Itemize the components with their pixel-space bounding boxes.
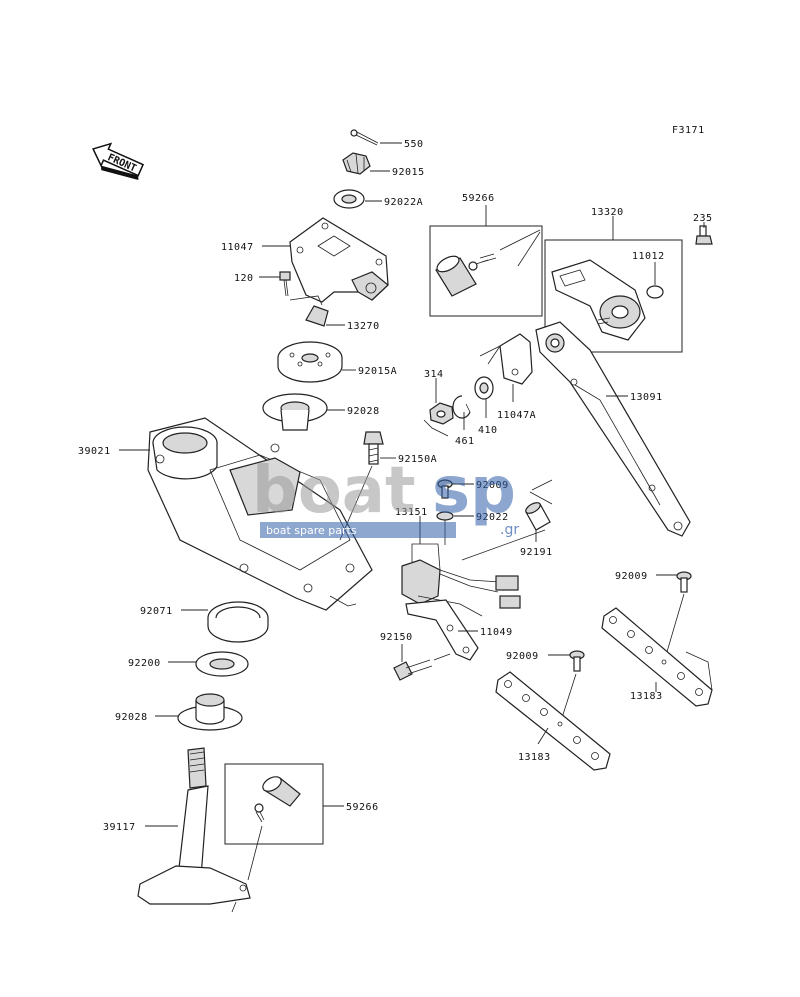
label-314: 314 — [424, 369, 444, 380]
link-plate-13183-b — [495, 671, 611, 771]
label-13270: 13270 — [347, 321, 380, 332]
label-92028-top: 92028 — [347, 406, 380, 417]
label-59266-bottom: 59266 — [346, 802, 379, 813]
bushing-92028-bottom — [177, 693, 243, 731]
label-550: 550 — [404, 139, 424, 150]
watermark-brand-b: sp — [432, 454, 516, 528]
figure-code: F3171 — [672, 125, 705, 136]
plate-11047A — [479, 333, 533, 385]
label-59266-top: 59266 — [462, 193, 495, 204]
label-92009-a: 92009 — [476, 480, 509, 491]
label-92015A: 92015A — [358, 366, 397, 377]
ring-11012 — [646, 285, 664, 299]
watermark-logo: boat sp boat spare parts .gr — [252, 454, 519, 538]
label-92022: 92022 — [476, 512, 509, 523]
label-92009-b: 92009 — [615, 571, 648, 582]
washer-410 — [474, 376, 494, 400]
watermark-tagline: boat spare parts — [266, 524, 357, 537]
label-13091: 13091 — [630, 392, 663, 403]
plate-92015A — [277, 341, 343, 383]
label-11049: 11049 — [480, 627, 513, 638]
label-410: 410 — [478, 425, 498, 436]
label-92150A: 92150A — [398, 454, 437, 465]
nut-314 — [429, 402, 454, 425]
seal-92071 — [207, 601, 269, 643]
front-arrow-icon: FRONT — [92, 142, 145, 181]
label-39021: 39021 — [78, 446, 111, 457]
label-39117: 39117 — [103, 822, 136, 833]
screw-235 — [695, 225, 713, 245]
watermark-brand-a: boat — [252, 454, 416, 528]
collar-92191 — [525, 502, 551, 531]
switch-assembly-13151 — [401, 529, 546, 617]
washer-92200 — [195, 651, 249, 677]
label-92015: 92015 — [392, 167, 425, 178]
steering-shaft-39117 — [137, 747, 251, 913]
label-92150: 92150 — [380, 632, 413, 643]
label-13183-b: 13183 — [518, 752, 551, 763]
label-92028-bottom: 92028 — [115, 712, 148, 723]
label-92191: 92191 — [520, 547, 553, 558]
steering-cable-lever-13320 — [551, 259, 646, 341]
label-92071: 92071 — [140, 606, 173, 617]
label-11047: 11047 — [221, 242, 254, 253]
steering-housing-39021 — [147, 417, 373, 611]
label-92009-c: 92009 — [506, 651, 539, 662]
box-59266-bottom — [224, 763, 324, 845]
label-235: 235 — [693, 213, 713, 224]
bolt-92150A — [363, 431, 384, 465]
label-13151: 13151 — [395, 507, 428, 518]
grease-nipple-59266-bottom — [247, 776, 301, 881]
steering-bracket-11047 — [289, 217, 389, 303]
grease-nipple-59266-top — [435, 229, 541, 297]
label-11012: 11012 — [632, 251, 665, 262]
box-13320 — [544, 239, 683, 353]
link-plate-13183-a — [601, 607, 713, 707]
label-13183-a: 13183 — [630, 691, 663, 702]
label-120: 120 — [234, 273, 254, 284]
bracket-11049 — [405, 599, 479, 661]
clip-13270 — [305, 305, 329, 327]
label-13320: 13320 — [591, 207, 624, 218]
bolt-92009-c — [569, 650, 585, 672]
lock-washer-461 — [452, 395, 471, 419]
label-11047A: 11047A — [497, 410, 536, 421]
steering-arm-13091 — [535, 321, 691, 537]
castle-nut-92015 — [342, 152, 371, 175]
bushing-92028-top — [262, 393, 328, 431]
label-92022A: 92022A — [384, 197, 423, 208]
bolt-92009-b — [676, 571, 692, 593]
bolt-120 — [279, 271, 291, 297]
watermark-suffix: .gr — [500, 522, 519, 538]
label-92200: 92200 — [128, 658, 161, 669]
label-461: 461 — [455, 436, 475, 447]
cotter-pin-550 — [350, 129, 379, 146]
bolt-92150 — [393, 653, 451, 681]
